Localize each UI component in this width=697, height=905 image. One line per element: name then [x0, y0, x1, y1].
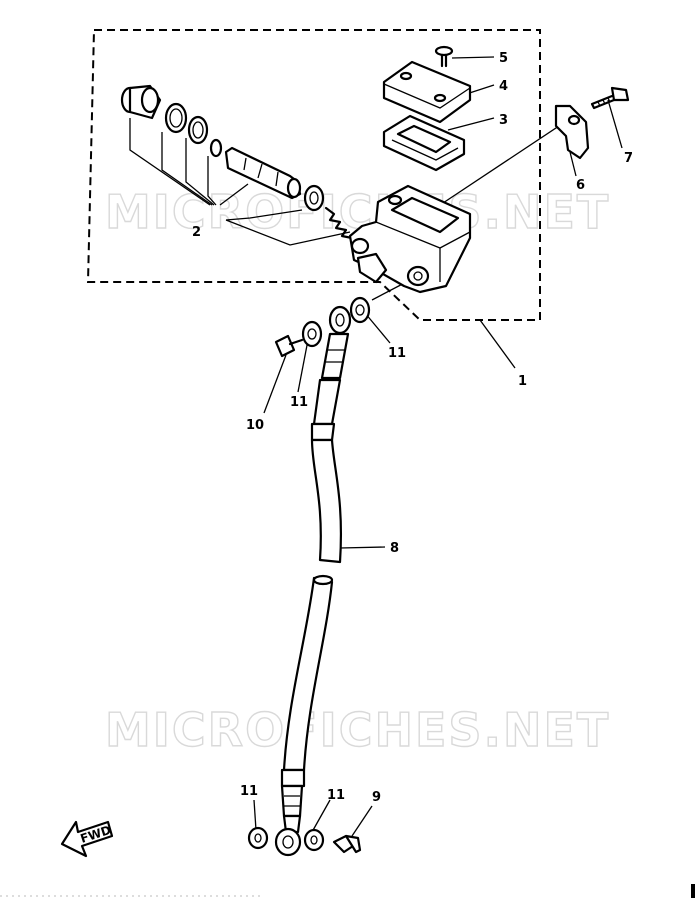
callout-11-lower-right: 11: [327, 788, 345, 803]
callout-2: 2: [192, 225, 201, 240]
callout-6: 6: [576, 178, 585, 193]
copper-washer-upper-right: [349, 296, 371, 324]
scan-edge-mark: [691, 884, 695, 898]
callout-11-upper-right: 11: [388, 346, 406, 361]
union-bolt-lower: [332, 834, 362, 854]
callout-8: 8: [390, 541, 399, 556]
cap-screw: [434, 45, 454, 68]
callout-3: 3: [499, 113, 508, 128]
master-cylinder-body: [348, 184, 472, 294]
watermark-bottom: MICROFICHES.NET: [105, 703, 610, 757]
assembly-boundary: [86, 29, 541, 321]
holder-bolt: [590, 86, 630, 110]
copper-washer-lower-left: [247, 826, 269, 850]
callout-9: 9: [372, 790, 381, 805]
brake-hose: [274, 305, 352, 857]
union-bolt-upper: [274, 334, 304, 358]
callout-4: 4: [499, 79, 508, 94]
copper-washer-upper-left: [301, 320, 323, 348]
reservoir-cap: [382, 60, 472, 124]
cylinder-kit: [120, 84, 354, 240]
callout-11-lower-left: 11: [240, 784, 258, 799]
callout-11-upper-left: 11: [290, 395, 308, 410]
holder: [554, 104, 590, 160]
callout-10: 10: [246, 418, 264, 433]
copper-washer-lower-right: [303, 828, 325, 852]
callout-5: 5: [499, 51, 508, 66]
forward-arrow-icon: FWD: [60, 820, 114, 858]
callout-1: 1: [518, 374, 527, 389]
diaphragm: [382, 114, 466, 172]
callout-7: 7: [624, 151, 633, 166]
